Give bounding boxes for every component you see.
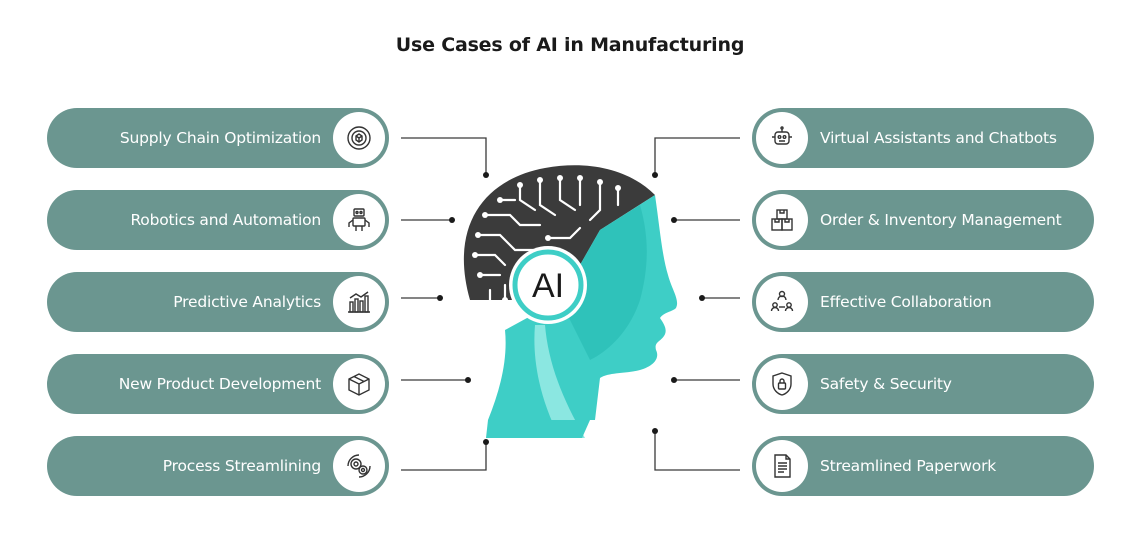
use-case-label: Streamlined Paperwork bbox=[820, 457, 997, 475]
use-case-supply-chain: Supply Chain Optimization bbox=[47, 108, 389, 168]
use-case-paperwork: Streamlined Paperwork bbox=[752, 436, 1094, 496]
use-case-predictive-analytics: Predictive Analytics bbox=[47, 272, 389, 332]
use-case-collaboration: Effective Collaboration bbox=[752, 272, 1094, 332]
package-box-icon bbox=[333, 358, 385, 410]
connector-lines bbox=[401, 137, 740, 471]
use-case-label: Robotics and Automation bbox=[130, 211, 321, 229]
use-case-new-product: New Product Development bbox=[47, 354, 389, 414]
use-case-label: Order & Inventory Management bbox=[820, 211, 1062, 229]
diagram-title: Use Cases of AI in Manufacturing bbox=[395, 34, 745, 56]
supply-chain-icon bbox=[333, 112, 385, 164]
use-case-robotics: Robotics and Automation bbox=[47, 190, 389, 250]
shield-lock-icon bbox=[756, 358, 808, 410]
use-case-safety-security: Safety & Security bbox=[752, 354, 1094, 414]
inventory-boxes-icon bbox=[756, 194, 808, 246]
use-case-label: Supply Chain Optimization bbox=[119, 129, 321, 147]
use-case-process-streamlining: Process Streamlining bbox=[47, 436, 389, 496]
gears-icon bbox=[333, 440, 385, 492]
use-case-label: Predictive Analytics bbox=[173, 293, 321, 311]
use-case-label: Virtual Assistants and Chatbots bbox=[820, 129, 1057, 147]
ai-head-illustration bbox=[463, 165, 678, 438]
use-case-label: New Product Development bbox=[118, 375, 321, 393]
chatbot-icon bbox=[756, 112, 808, 164]
connector-dots bbox=[437, 172, 705, 445]
use-case-label: Safety & Security bbox=[820, 375, 952, 393]
use-case-label: Effective Collaboration bbox=[820, 293, 992, 311]
analytics-chart-icon bbox=[333, 276, 385, 328]
use-case-virtual-assistants: Virtual Assistants and Chatbots bbox=[752, 108, 1094, 168]
use-case-label: Process Streamlining bbox=[162, 457, 321, 475]
document-icon bbox=[756, 440, 808, 492]
collaboration-icon bbox=[756, 276, 808, 328]
robot-icon bbox=[333, 194, 385, 246]
ai-badge-label: AI bbox=[532, 267, 564, 305]
use-case-order-inventory: Order & Inventory Management bbox=[752, 190, 1094, 250]
